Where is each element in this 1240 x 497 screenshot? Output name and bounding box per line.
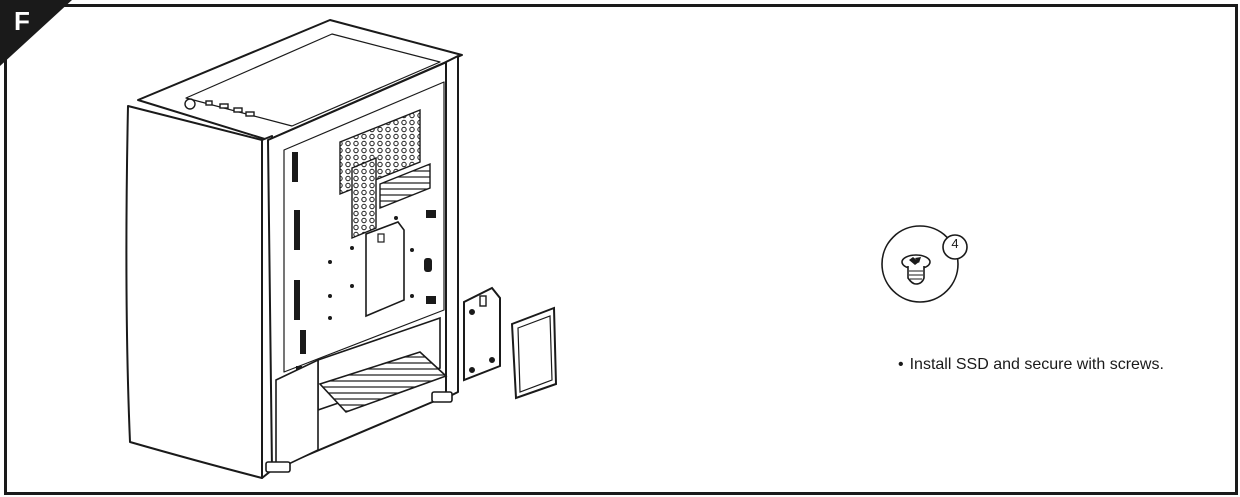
bullet: • bbox=[898, 356, 904, 373]
screw-icon bbox=[881, 225, 968, 303]
screw-quantity: 4 bbox=[951, 236, 959, 251]
instruction-text: • Install SSD and secure with screws. bbox=[898, 356, 1164, 374]
ssd-drive-illustration bbox=[510, 306, 558, 400]
ssd-bracket-illustration bbox=[463, 286, 501, 382]
step-corner-badge bbox=[0, 0, 72, 66]
step-frame bbox=[4, 4, 1238, 495]
screw-callout bbox=[878, 222, 982, 308]
step-label: F bbox=[14, 6, 30, 36]
instruction-label: Install SSD and secure with screws. bbox=[909, 356, 1164, 373]
